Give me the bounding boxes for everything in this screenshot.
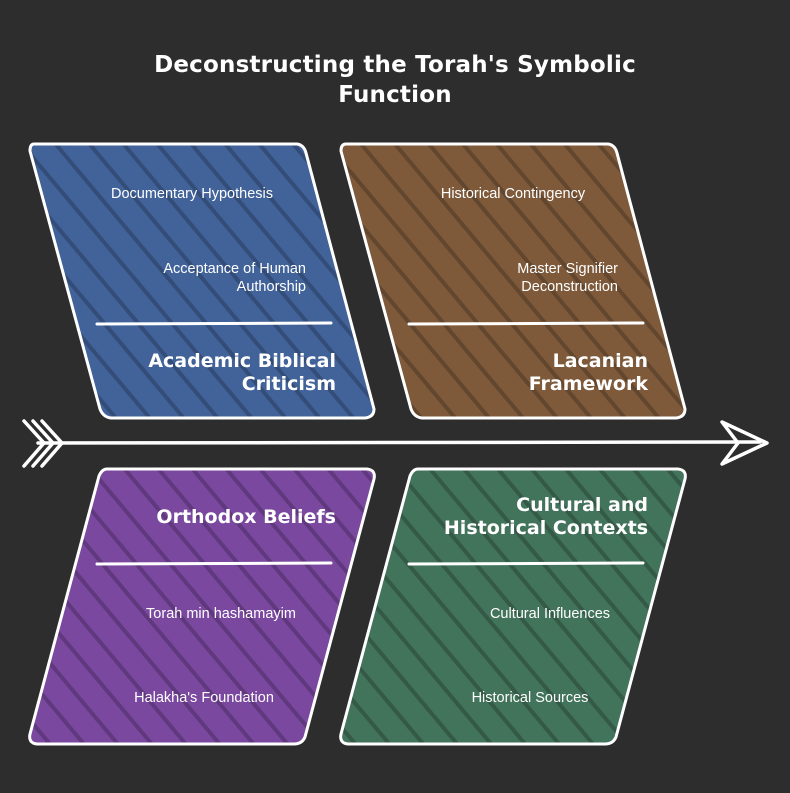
academic-heading: Academic Biblical Criticism [148, 350, 336, 395]
cultural-item-2: Historical Sources [471, 690, 589, 706]
panel-academic [28, 142, 376, 420]
lacanian-item-2: Master Signifier Deconstruction [517, 261, 618, 295]
academic-item-1: Documentary Hypothesis [111, 186, 273, 202]
cultural-heading: Cultural and Historical Contexts [443, 494, 648, 539]
panel-orthodox [28, 467, 376, 746]
tail-chevron-1 [22, 419, 46, 468]
lacanian-heading: Lacanian Framework [528, 350, 648, 395]
tail-chevron-3 [40, 419, 64, 468]
lacanian-item-1: Historical Contingency [440, 186, 586, 202]
arrowhead-icon [720, 420, 769, 466]
panel-lacanian [339, 142, 687, 420]
spine-arrow [22, 419, 769, 468]
academic-item-2: Acceptance of Human Authorship [163, 261, 306, 295]
orthodox-item-1: Torah min hashamayim [146, 606, 296, 622]
diagram-title: Deconstructing the Torah's Symbolic Func… [154, 52, 636, 108]
orthodox-item-2: Halakha's Foundation [134, 690, 274, 706]
orthodox-heading: Orthodox Beliefs [156, 506, 336, 528]
cultural-item-1: Cultural Influences [489, 606, 611, 622]
tail-chevron-2 [31, 419, 55, 468]
panel-cultural [339, 467, 687, 746]
